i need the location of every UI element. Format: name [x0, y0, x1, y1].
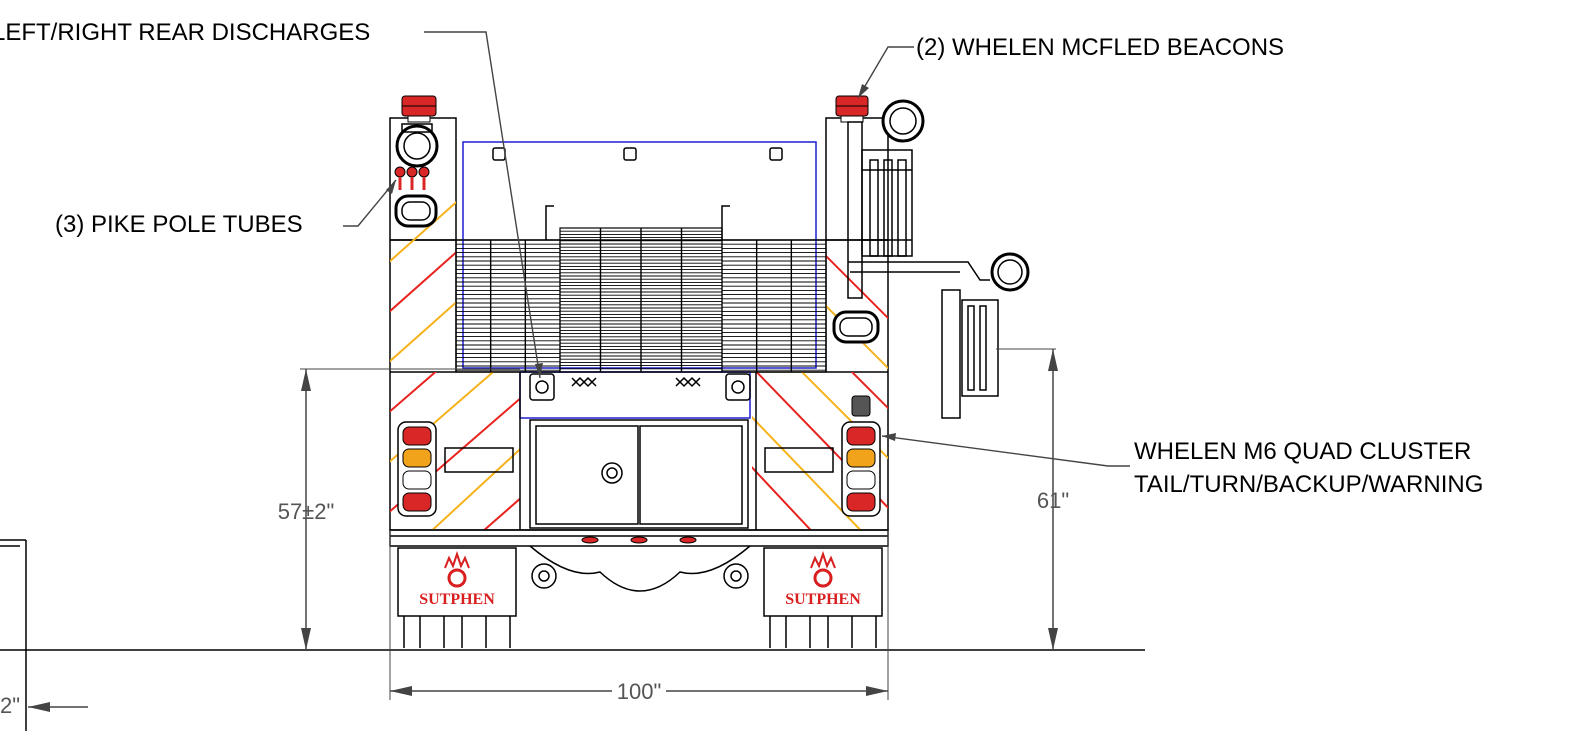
flood-light-left: [395, 123, 439, 168]
svg-text:LEFT/RIGHT REAR DISCHARGES: LEFT/RIGHT REAR DISCHARGES: [0, 19, 370, 46]
pike-pole-tubes: [394, 166, 430, 190]
rear-axle: [529, 536, 751, 592]
chevron-striping-left: [390, 201, 456, 363]
quad-cluster-right: [841, 421, 881, 517]
rear-discharge-left: [529, 373, 555, 401]
mud-flap-right: SUTPHEN: [763, 547, 883, 648]
callout-pike-pole-tubes: (3) PIKE POLE TUBES: [55, 179, 397, 238]
beacon-left: [401, 95, 437, 123]
quad-cluster-left: [397, 421, 437, 517]
callout-quad-cluster: WHELEN M6 QUAD CLUSTER TAIL/TURN/BACKUP/…: [881, 433, 1483, 498]
sutphen-logo-left: SUTPHEN: [419, 591, 495, 608]
svg-text:2": 2": [0, 693, 20, 718]
scene-light-right: [832, 310, 880, 344]
dim-overall-width: 100": [389, 530, 889, 704]
grille-vents: [571, 376, 701, 388]
svg-text:TAIL/TURN/BACKUP/WARNING: TAIL/TURN/BACKUP/WARNING: [1134, 471, 1483, 498]
svg-text:(2) WHELEN MCFLED BEACONS: (2) WHELEN MCFLED BEACONS: [916, 34, 1284, 61]
hose-bed-grid: [455, 227, 827, 373]
hose-bed-fittings: [492, 147, 783, 161]
dim-height-left: 57±2": [278, 368, 520, 650]
svg-text:61": 61": [1037, 488, 1069, 513]
dim-partial-left: 2": [0, 693, 88, 718]
license-plate-left: [444, 447, 514, 473]
rear-compartment: [529, 419, 749, 529]
partial-left-object: [0, 539, 27, 731]
callout-rear-discharges: LEFT/RIGHT REAR DISCHARGES: [0, 19, 543, 379]
svg-text:WHELEN M6 QUAD CLUSTER: WHELEN M6 QUAD CLUSTER: [1134, 438, 1471, 465]
license-plate-right: [764, 447, 834, 473]
svg-text:57±2": 57±2": [278, 499, 335, 524]
rear-body-outline: [389, 239, 889, 531]
scene-light-left: [394, 194, 438, 228]
callout-beacons: (2) WHELEN MCFLED BEACONS: [857, 34, 1284, 99]
dim-height-right: 61": [996, 348, 1069, 650]
rear-discharge-right: [725, 373, 751, 401]
sutphen-logo-right: SUTPHEN: [785, 591, 861, 608]
mud-flap-left: SUTPHEN: [397, 547, 517, 648]
ladder-rack: [847, 99, 1030, 419]
beacon-right: [835, 95, 869, 123]
svg-text:(3) PIKE POLE TUBES: (3) PIKE POLE TUBES: [55, 211, 303, 238]
hose-bed-outline: [462, 141, 817, 369]
svg-text:100": 100": [617, 679, 662, 704]
